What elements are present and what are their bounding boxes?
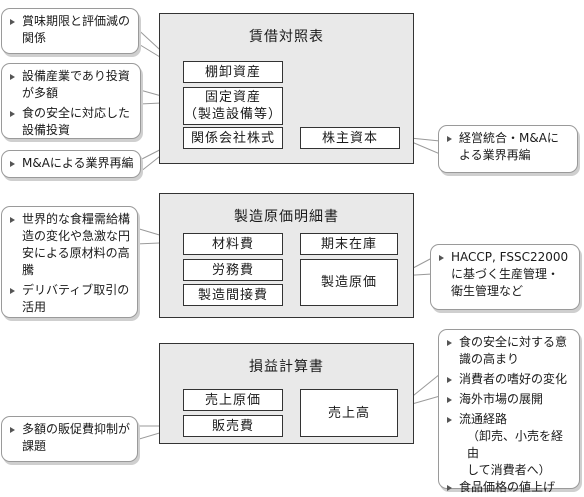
labor-cost-box: 労務費 <box>183 259 283 281</box>
overhead-box: 製造間接費 <box>183 284 283 306</box>
note-line: 海外市場の展開 <box>459 392 544 406</box>
callout-item: M&Aによる業界再編 <box>8 155 134 172</box>
note-line: 衛生管理など <box>451 284 524 298</box>
callout-item: 食の安全に対応した 設備投資 <box>8 105 134 139</box>
note-line: 賞味期限と評価減の <box>22 14 131 28</box>
cost-statement-title: 製造原価明細書 <box>234 209 339 225</box>
callout-item: 経営統合・M&Aに よる業界再編 <box>445 130 571 164</box>
callout-item: 消費者の嗜好の変化 <box>445 371 573 388</box>
sga-box: 販売費 <box>183 415 283 437</box>
note-line: 識の高まり <box>459 352 520 366</box>
note-line: M&Aによる業界再編 <box>22 156 134 170</box>
callout-manufacturing: HACCP, FSSC22000 に基づく生産管理・ 衛生管理など <box>430 244 580 310</box>
material-cost-box: 材料費 <box>183 233 283 255</box>
note-line: 多額の販促費抑制が <box>22 422 131 436</box>
callout-affiliate: M&Aによる業界再編 <box>1 150 141 178</box>
callout-inventory: 賞味期限と評価減の 関係 <box>1 8 139 54</box>
note-line: 安による原材料の高 <box>22 246 130 260</box>
note-line: して消費者へ） <box>467 463 551 477</box>
callout-subitem: （卸売、小売を経由 して消費者へ） <box>445 428 573 479</box>
note-line: 課題 <box>22 439 47 453</box>
fixed-assets-line1: 固定資産 <box>204 90 261 105</box>
note-line: 設備産業であり投資 <box>22 69 130 83</box>
affiliate-stock-box: 関係会社株式 <box>183 127 283 149</box>
note-line: 経営統合・M&Aに <box>459 131 559 145</box>
callout-item: 食品価格の値上げ <box>445 479 573 496</box>
note-line: よる業界再編 <box>459 148 531 162</box>
note-line: 食の安全に対する意 <box>459 335 568 349</box>
ending-inventory-box: 期末在庫 <box>300 233 398 255</box>
cost-of-sales-box: 売上原価 <box>183 389 283 411</box>
note-line: 世界的な食糧需給構 <box>22 212 131 226</box>
note-line: 設備投資 <box>22 123 71 137</box>
callout-sales: 食の安全に対する意 識の高まり 消費者の嗜好の変化 海外市場の展開 流通経路 （… <box>438 329 580 494</box>
fixed-assets-line2: （製造設備等） <box>184 107 283 122</box>
note-line: 食品価格の値上げ <box>459 480 556 494</box>
manufacturing-cost-box: 製造原価 <box>300 259 398 306</box>
note-line: 流通経路 <box>459 412 508 426</box>
callout-item: 賞味期限と評価減の 関係 <box>8 13 132 47</box>
inventory-box: 棚卸資産 <box>183 61 283 83</box>
callout-item: 流通経路 <box>445 411 573 428</box>
sales-box: 売上高 <box>300 389 398 437</box>
callout-item: 多額の販促費抑制が 課題 <box>8 421 131 455</box>
callout-item: 食の安全に対する意 識の高まり <box>445 334 573 368</box>
note-line: （卸売、小売を経由 <box>467 429 564 460</box>
callout-capital: 経営統合・M&Aに よる業界再編 <box>438 125 578 173</box>
shareholder-capital-box: 株主資本 <box>300 127 400 149</box>
note-line: 関係 <box>22 31 47 45</box>
fixed-assets-box: 固定資産 （製造設備等） <box>183 87 283 125</box>
note-line: に基づく生産管理・ <box>451 267 560 281</box>
note-line: 消費者の嗜好の変化 <box>459 372 568 386</box>
income-statement-title: 損益計算書 <box>249 359 324 375</box>
note-line: 造の変化や急激な円 <box>22 229 131 243</box>
callout-item: 海外市場の展開 <box>445 391 573 408</box>
callout-fixed-assets: 設備産業であり投資 が多額 食の安全に対応した 設備投資 <box>1 63 141 139</box>
callout-sga: 多額の販促費抑制が 課題 <box>1 416 138 462</box>
note-line: 食の安全に対応した <box>22 106 131 120</box>
callout-item: 設備産業であり投資 が多額 <box>8 68 134 102</box>
note-line: HACCP, FSSC22000 <box>451 250 569 264</box>
note-line: が多額 <box>22 86 59 100</box>
note-line: デリバティブ取引の <box>22 283 130 297</box>
callout-item: デリバティブ取引の 活用 <box>8 282 131 316</box>
callout-material: 世界的な食糧需給構 造の変化や急激な円 安による原材料の高 騰 デリバティブ取引… <box>1 206 138 318</box>
callout-item: HACCP, FSSC22000 に基づく生産管理・ 衛生管理など <box>437 249 573 300</box>
note-line: 騰 <box>22 263 35 277</box>
note-line: 活用 <box>22 300 47 314</box>
balance-sheet-title: 賃借対照表 <box>249 29 324 45</box>
callout-item: 世界的な食糧需給構 造の変化や急激な円 安による原材料の高 騰 <box>8 211 131 279</box>
